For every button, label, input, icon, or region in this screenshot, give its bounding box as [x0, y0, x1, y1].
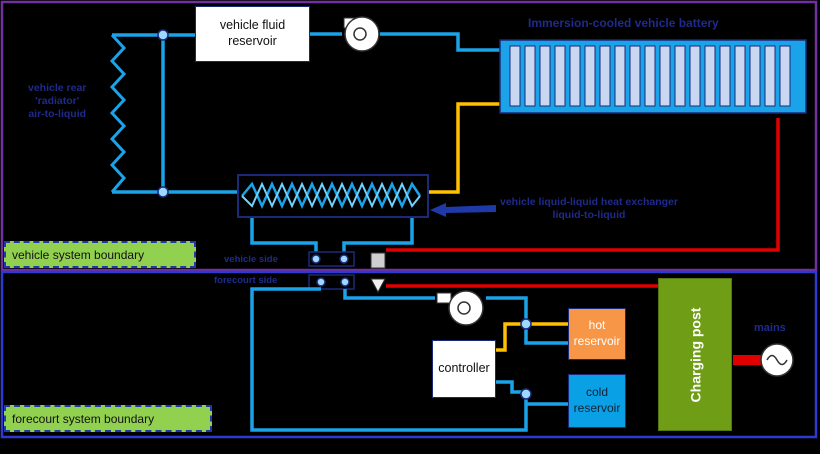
heat-exchanger-coil-b	[241, 181, 421, 209]
controller-box: controller	[432, 340, 496, 398]
mains-link	[733, 355, 763, 365]
battery-cells	[509, 45, 791, 107]
radiator-label: vehicle rear 'radiator' air-to-liquid	[28, 82, 87, 121]
vehicle-boundary-line	[0, 0, 818, 272]
pump-forecourt-icon	[436, 290, 484, 326]
vehicle-fluid-reservoir: vehicle fluid reservoir	[195, 6, 310, 62]
valve-nodes	[157, 29, 532, 400]
vehicle-boundary-label: vehicle system boundary	[4, 241, 196, 268]
forecourt-boundary-line	[0, 270, 818, 439]
forecourt-side-label: forecourt side	[214, 275, 278, 286]
vehicle-cold-loop	[112, 32, 500, 258]
exchanger-arrow	[430, 203, 496, 217]
forecourt-hot-line	[496, 322, 568, 352]
pump-vehicle-icon	[343, 16, 380, 52]
mains-label: mains	[754, 322, 786, 334]
heat-exchanger-coil-a	[241, 180, 422, 210]
radiator-coil	[109, 33, 127, 193]
charging-post: Charging post	[658, 278, 732, 431]
forecourt-cold-loop	[250, 287, 568, 432]
hot-reservoir: hot reservoir	[568, 308, 626, 360]
charging-post-label: Charging post	[687, 307, 704, 402]
vehicle-side-label: vehicle side	[224, 254, 278, 265]
plug	[370, 252, 386, 269]
power-line	[386, 118, 780, 252]
heat-exchanger-label: vehicle liquid-liquid heat exchanger liq…	[500, 196, 678, 222]
mains-ac-icon	[760, 343, 794, 377]
cold-reservoir: cold reservoir	[568, 374, 626, 428]
battery-label: Immersion-cooled vehicle battery	[528, 16, 719, 30]
vehicle-hot-line	[418, 102, 500, 194]
socket	[370, 278, 386, 294]
forecourt-boundary-label: forecourt system boundary	[4, 405, 212, 432]
